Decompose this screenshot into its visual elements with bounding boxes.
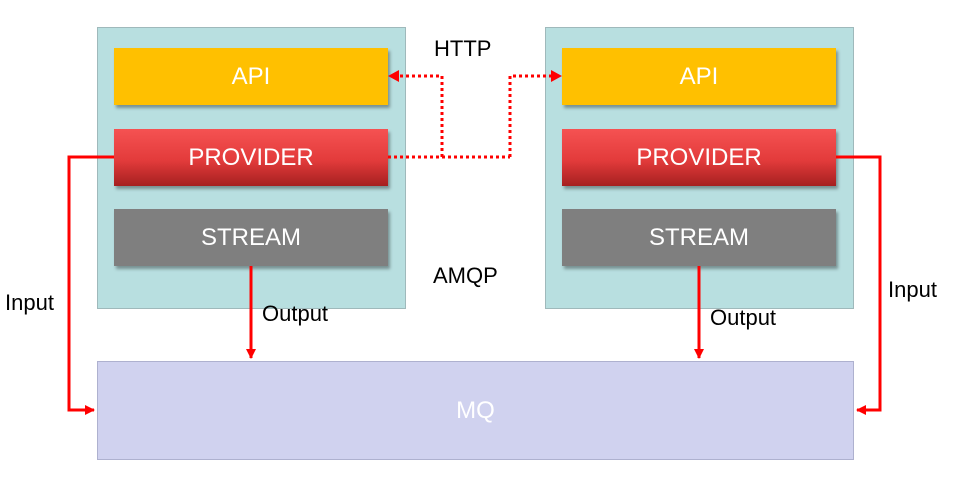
input-left-line bbox=[67, 155, 114, 415]
output-left-label: Output bbox=[262, 301, 329, 326]
left-stream-block: STREAM bbox=[114, 209, 388, 266]
http-arrow-right bbox=[551, 70, 562, 82]
output-right-label: Output bbox=[710, 305, 777, 330]
left-api-block: API bbox=[114, 48, 388, 105]
input-left-label: Input bbox=[5, 290, 54, 315]
http-label: HTTP bbox=[434, 36, 492, 61]
amqp-label: AMQP bbox=[433, 263, 498, 288]
right-stream-block: STREAM bbox=[562, 209, 836, 266]
input-right-line bbox=[836, 155, 882, 415]
left-provider-block: PROVIDER bbox=[114, 129, 388, 186]
http-dotted-link bbox=[388, 74, 553, 159]
input-right-label: Input bbox=[888, 277, 937, 302]
http-arrow-left bbox=[388, 70, 399, 82]
right-api-block: API bbox=[562, 48, 836, 105]
right-provider-block: PROVIDER bbox=[562, 129, 836, 186]
mq-block: MQ bbox=[97, 361, 854, 460]
